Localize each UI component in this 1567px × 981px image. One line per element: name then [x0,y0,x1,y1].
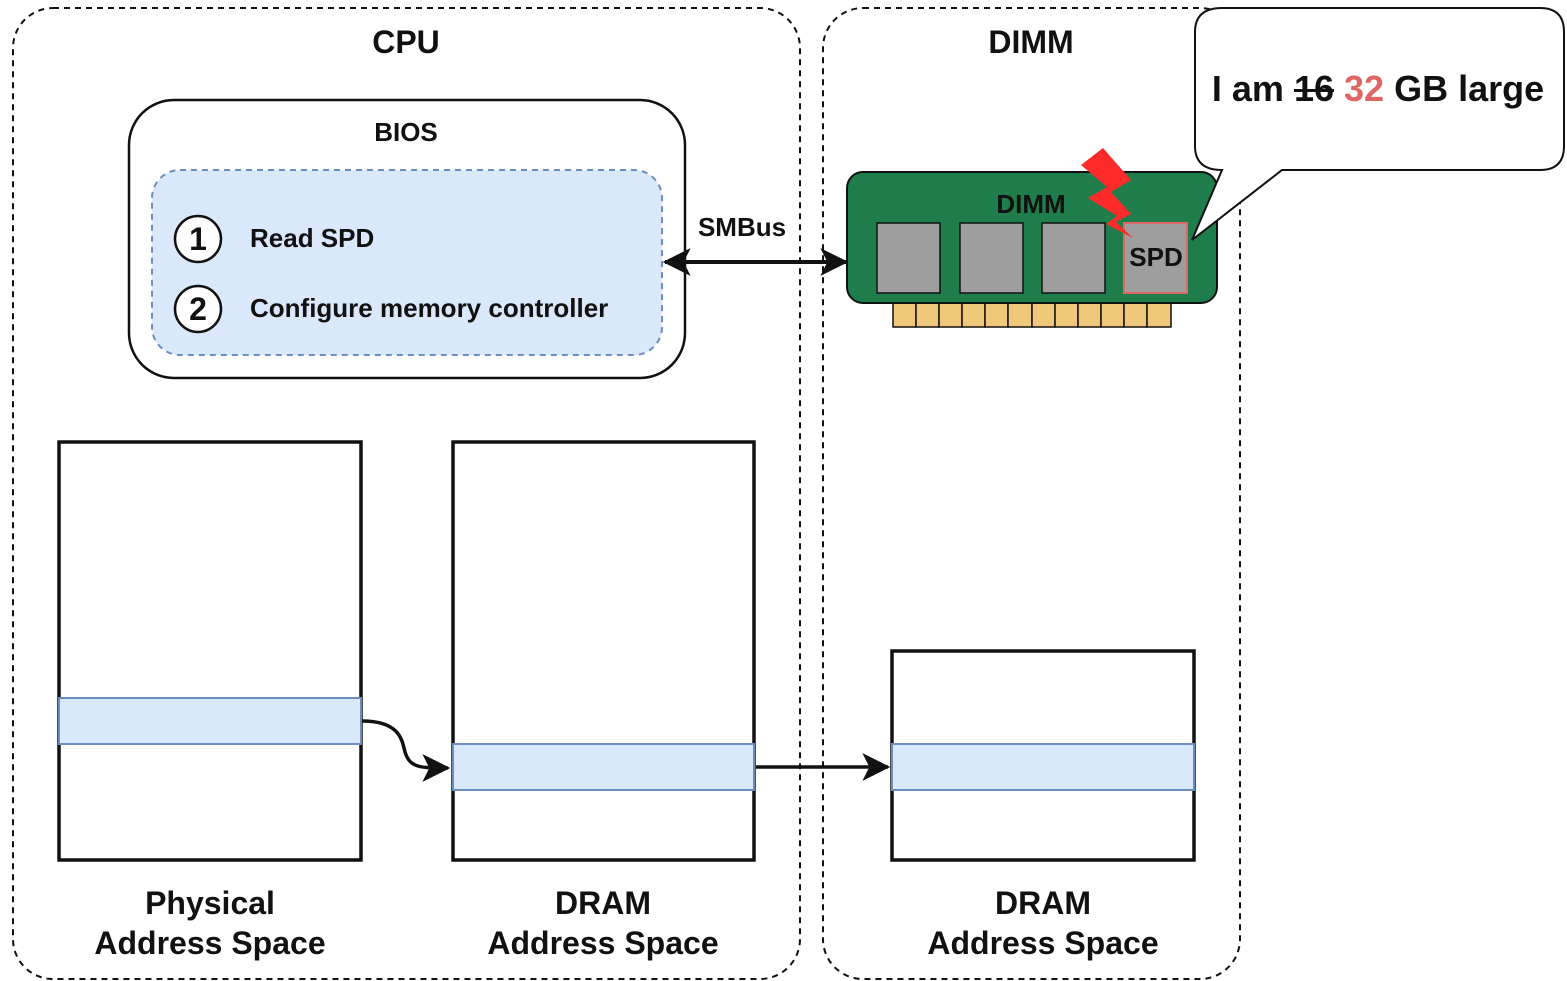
bubble-new-size: 32 [1344,68,1385,109]
cpu-region [12,7,801,980]
bios-steps-panel [151,169,663,356]
spd-label: SPD [1129,242,1183,272]
physical-address-space-box [57,440,363,862]
dimm-pins [892,302,1172,328]
physical-highlight-region [58,697,362,745]
bubble-old-size: 16 [1293,68,1334,109]
physical-address-space-label: Physical Address Space [94,883,325,963]
dram-cpu-label-line2: Address Space [487,925,719,961]
dram-chip-2 [959,222,1024,294]
physical-to-dram-arrow [361,719,451,782]
speech-bubble [1191,7,1565,241]
step-1-number: 1 [189,221,207,257]
dram-address-space-box-cpu [451,440,756,862]
bubble-prefix: I am [1211,68,1284,109]
dram-highlight-region-cpu [452,743,755,791]
physical-label-line1: Physical [145,885,275,921]
step-1-label: Read SPD [250,223,375,253]
speech-bubble-text: I am 16 32 GB large [1212,71,1544,107]
dram-chip-3 [1041,222,1106,294]
dram-dimm-label-line1: DRAM [995,885,1091,921]
dram-dimm-label-line2: Address Space [927,925,1159,961]
dimm-region [822,7,1241,980]
physical-label-line2: Address Space [94,925,326,961]
cpu-title: CPU [372,24,440,60]
dram-chip-1 [876,222,941,294]
dram-cpu-label-line1: DRAM [555,885,651,921]
smbus-label: SMBus [697,212,787,242]
step-2-number: 2 [189,291,207,327]
dram-address-space-label-dimm: DRAM Address Space [927,883,1158,963]
bubble-suffix: GB large [1394,68,1545,109]
lightning-bolt-icon [1081,148,1133,238]
step-2-circle [173,284,223,334]
dimm-title: DIMM [988,24,1074,60]
dimm-module-label: DIMM [996,189,1066,219]
dimm-module [846,171,1218,328]
spd-chip [1123,222,1188,294]
step-1-circle [173,214,223,264]
dram-highlight-region-dimm [891,743,1195,791]
dram-address-space-label-cpu: DRAM Address Space [487,883,718,963]
step-2-label: Configure memory controller [250,293,609,323]
bios-title: BIOS [374,117,438,147]
